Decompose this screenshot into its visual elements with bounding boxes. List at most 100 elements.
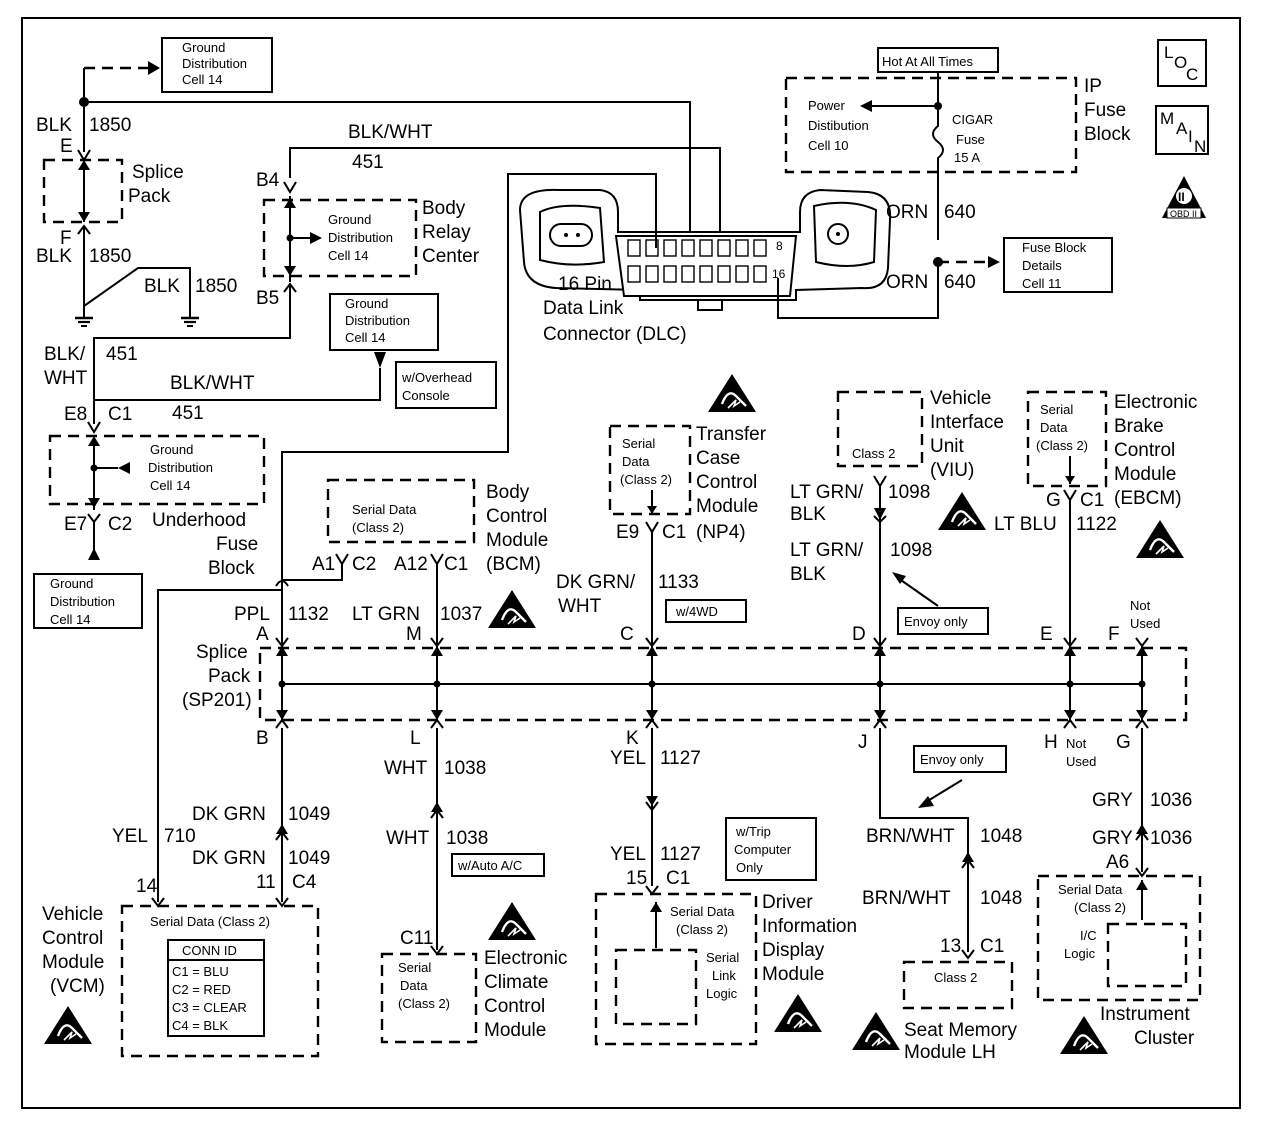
- wire-label-ltgrn-blk1a: LT GRN/: [790, 482, 864, 503]
- wire-label-ltgrn-blk1b: BLK: [790, 504, 826, 525]
- esd-warning-icon: [936, 490, 988, 532]
- wire-number-451-left: 451: [106, 344, 138, 365]
- envoy-only-top: Envoy only: [904, 614, 968, 629]
- ebcm-label2: Brake: [1114, 416, 1164, 437]
- ebcm-label1: Electronic: [1114, 392, 1197, 413]
- dlc-label3: Connector (DLC): [543, 324, 687, 345]
- body-relay-label2: Relay: [422, 222, 471, 243]
- dic-serial-data: Serial Data: [670, 904, 735, 919]
- main-letter-m: M: [1160, 109, 1174, 128]
- wire-number-1850-right: 1850: [195, 276, 237, 297]
- gd-relay-line3: Cell 14: [328, 248, 368, 263]
- main-letter-i: I: [1188, 127, 1193, 146]
- seat-connector-c1: C1: [980, 936, 1004, 957]
- auto-ac-note: [451, 853, 545, 877]
- ic-pin-a6: A6: [1106, 852, 1129, 873]
- sp-pin-d: D: [852, 624, 866, 645]
- hot-at-all-times-label-box: [877, 47, 999, 73]
- envoy-only-bot: Envoy only: [920, 752, 984, 767]
- eccm-label1: Electronic: [484, 948, 567, 969]
- pin-b4: B4: [256, 170, 280, 191]
- esd-warning-icon: [850, 1010, 902, 1052]
- ip-fuse-label2: Fuse: [1084, 100, 1126, 121]
- wire-label-yel-2: YEL: [610, 844, 646, 865]
- pin-e7: E7: [64, 514, 87, 535]
- overhead-console-note: [395, 361, 497, 409]
- ic-logic1: I/C: [1080, 928, 1097, 943]
- trip-line3: Only: [736, 860, 763, 875]
- sp-pin-a: A: [256, 624, 269, 645]
- sp-pin-b: B: [256, 728, 269, 749]
- wire-number-1850-mid: 1850: [89, 246, 131, 267]
- not-used-bot2: Used: [1066, 754, 1096, 769]
- fuse-block-details-ref: Fuse Block Details Cell 11: [1003, 237, 1113, 293]
- sp201-label2: Pack: [208, 666, 251, 687]
- location-index-icon[interactable]: L O C: [1157, 39, 1207, 87]
- wire-number-1038-1: 1038: [444, 758, 486, 779]
- connector-c2-e7: C2: [108, 514, 132, 535]
- sp-pin-c: C: [620, 624, 634, 645]
- wire-yel-710: [157, 589, 282, 902]
- ic-label1: Instrument: [1100, 1004, 1190, 1025]
- connector-c2-bcm: C2: [352, 554, 376, 575]
- wire-number-710: 710: [164, 826, 196, 847]
- ebcm-data: Data: [1040, 420, 1068, 435]
- data-link-connector: 8 16 16 Pin Data Link Connector (DLC): [518, 188, 892, 345]
- gd-console-line3: Cell 14: [345, 330, 385, 345]
- dic-connector-c1: C1: [666, 868, 690, 889]
- eccm-connector-c11: C11: [400, 928, 433, 949]
- main-letter-a: A: [1176, 119, 1188, 138]
- wire-number-1132: 1132: [288, 604, 329, 625]
- pin-f: F: [60, 228, 72, 249]
- vcm-pin-11: 11: [256, 872, 276, 893]
- tccm-class2: (Class 2): [620, 472, 672, 487]
- ic-logic2: Logic: [1064, 946, 1096, 961]
- envoy-only-note-bot: [913, 745, 1007, 773]
- wire-brn-wht-1048: [879, 728, 969, 952]
- conn-id-c3: C3 = CLEAR: [172, 1000, 247, 1015]
- viu-label4: (VIU): [930, 460, 974, 481]
- tccm-data: Data: [622, 454, 650, 469]
- bcm-label4: (BCM): [486, 554, 541, 575]
- vcm-label3: Module: [42, 952, 104, 973]
- ip-fuse-label3: Block: [1084, 124, 1131, 145]
- trip-line1: w/Trip: [735, 824, 771, 839]
- overhead-line2: Console: [402, 388, 450, 403]
- wire-number-1048-2: 1048: [980, 888, 1022, 909]
- sp-pin-f: F: [1108, 624, 1120, 645]
- tccm-label1: Transfer: [696, 424, 767, 445]
- viu-class2: Class 2: [852, 446, 895, 461]
- dlc-label1: 16 Pin: [558, 274, 612, 295]
- power-dist-line3: Cell 10: [808, 138, 848, 153]
- pin-a12: A12: [394, 554, 428, 575]
- main-index-icon[interactable]: M A I N: [1155, 105, 1209, 156]
- ground-symbol-icon: [179, 308, 201, 328]
- wire-label-yel-k: YEL: [610, 748, 646, 769]
- wire-label-lt-grn: LT GRN: [352, 604, 420, 625]
- wire-number-1098-1: 1098: [888, 482, 930, 503]
- tccm-label2: Case: [696, 448, 740, 469]
- ebcm-label5: (EBCM): [1114, 488, 1182, 509]
- wire-label-ppl: PPL: [234, 604, 270, 625]
- wire-label-orn-bot: ORN: [886, 272, 928, 293]
- esd-warning-icon: [486, 900, 538, 942]
- eccm-serial: Serial: [398, 960, 431, 975]
- underhood-label2: Fuse: [216, 534, 258, 555]
- cigar-fuse-symbol: [932, 106, 944, 240]
- gd-bottom-line1: Ground: [50, 576, 93, 591]
- pin-g-ebcm: G: [1046, 490, 1061, 511]
- sp-pin-j: J: [858, 732, 868, 753]
- wire-number-640-bot: 640: [944, 272, 976, 293]
- vehicle-control-module: Serial Data (Class 2) CONN ID C1 = BLU C…: [42, 904, 320, 1058]
- vcm-serial-data: Serial Data (Class 2): [150, 914, 270, 929]
- wire-number-1850-top: 1850: [89, 115, 131, 136]
- dic-serial-link3: Logic: [706, 986, 738, 1001]
- fuse-details-line1: Fuse Block: [1022, 240, 1087, 255]
- conn-id-c2: C2 = RED: [172, 982, 231, 997]
- ebcm-class2: (Class 2): [1036, 438, 1088, 453]
- wire-label-dkgrn-1: DK GRN: [192, 804, 266, 825]
- connector-c1-e8: C1: [108, 404, 132, 425]
- pin-b5: B5: [256, 288, 279, 309]
